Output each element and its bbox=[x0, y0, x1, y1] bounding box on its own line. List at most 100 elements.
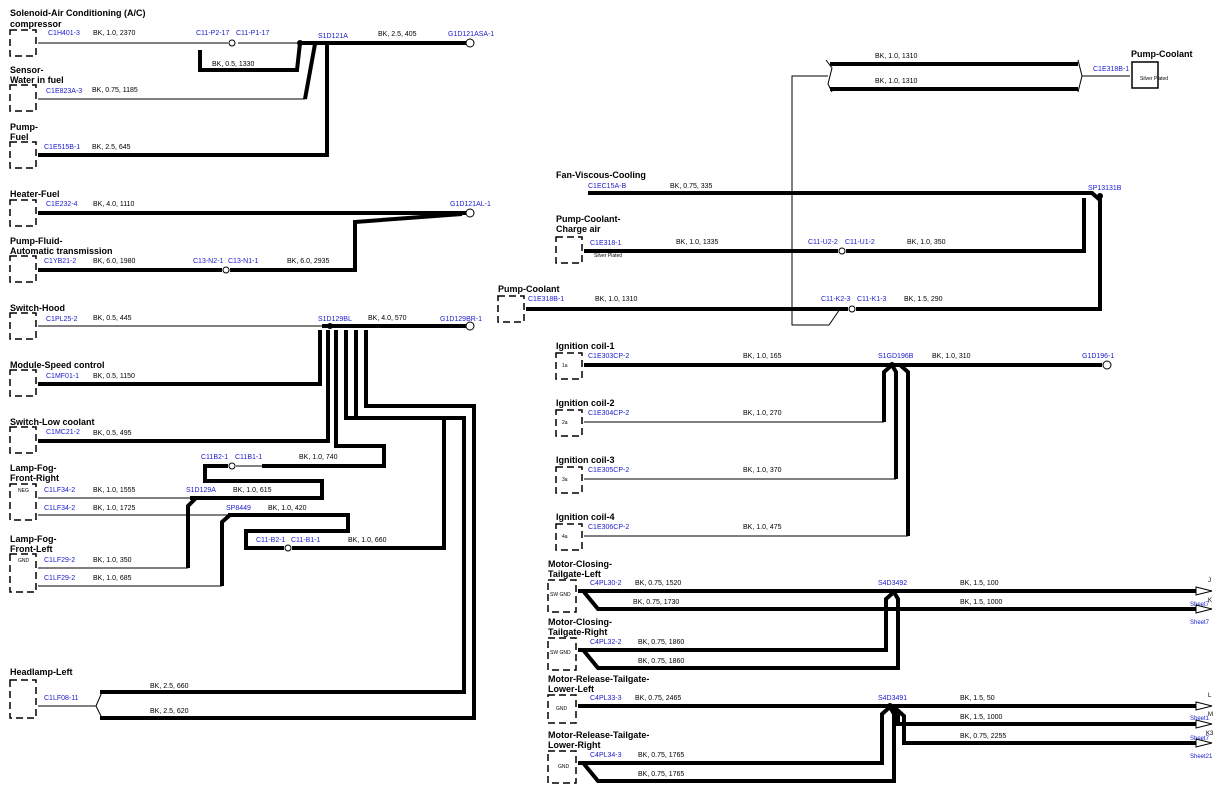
component-box bbox=[9, 369, 37, 397]
component-motor-tr-line2: Tailgate-Right bbox=[548, 627, 607, 637]
component-ign1: Ignition coil-1 bbox=[556, 341, 615, 351]
wire bbox=[228, 513, 350, 550]
splice-label: S1D129BL bbox=[318, 316, 352, 323]
pin-label: GND bbox=[556, 706, 568, 712]
wire-label: BK, 1.0, 370 bbox=[743, 467, 782, 474]
component-box bbox=[9, 255, 37, 283]
connector-label: C1E823A-3 bbox=[46, 88, 82, 95]
pin-label: 3a bbox=[562, 477, 568, 483]
wire-label: BK, 0.5, 1150 bbox=[93, 373, 135, 380]
component-motor-tl: Motor-Closing- bbox=[548, 559, 612, 569]
connector-label: C4PL33-3 bbox=[590, 695, 622, 702]
sheet-reference: Sheet7 bbox=[1190, 602, 1210, 608]
wire-label: BK, 1.0, 2370 bbox=[93, 30, 136, 37]
connector-label: C1H401-3 bbox=[48, 30, 80, 37]
wire bbox=[198, 42, 302, 72]
connector-label: C1E232-4 bbox=[46, 201, 78, 208]
component-ign3: Ignition coil-3 bbox=[556, 455, 615, 465]
component-pump-fluid-line2: Automatic transmission bbox=[10, 246, 113, 256]
connector-label: C11B2-1 bbox=[201, 454, 228, 461]
inline-connector bbox=[228, 462, 236, 470]
component-fan-viscous: Fan-Viscous-Cooling bbox=[556, 170, 646, 180]
connector-label: C1E303CP-2 bbox=[588, 353, 629, 360]
wire-label: BK, 1.0, 420 bbox=[268, 505, 307, 512]
component-box bbox=[9, 483, 37, 521]
pin-label: GND bbox=[18, 558, 30, 564]
component-motor-tr: Motor-Closing- bbox=[548, 617, 612, 627]
wire-label: BK, 1.0, 165 bbox=[743, 353, 782, 360]
component-box bbox=[555, 466, 583, 494]
component-box bbox=[1131, 61, 1159, 89]
wire-label: BK, 1.5, 1000 bbox=[960, 599, 1003, 606]
component-solenoid-ac: Solenoid-Air Conditioning (A/C) bbox=[10, 8, 145, 18]
wire-label: BK, 2.5, 660 bbox=[150, 683, 189, 690]
connector-label: C11-B2-1 bbox=[256, 537, 286, 544]
connector-label: C4PL34-3 bbox=[590, 752, 622, 759]
wire bbox=[825, 59, 833, 93]
connector-label: C1E306CP-2 bbox=[588, 524, 629, 531]
wire-label: BK, 0.75, 1860 bbox=[638, 658, 684, 665]
component-box bbox=[547, 750, 577, 784]
connector-label: C1E304CP-2 bbox=[588, 410, 629, 417]
wire bbox=[190, 464, 324, 500]
sheet-letter: K bbox=[1208, 598, 1212, 604]
ground-terminal bbox=[465, 321, 475, 331]
pin-label: 1a bbox=[562, 363, 568, 369]
wire bbox=[582, 706, 896, 783]
sheet-letter: L bbox=[1208, 693, 1212, 699]
pin-label: NEG bbox=[18, 488, 29, 494]
wire bbox=[230, 212, 463, 272]
splice-dot bbox=[887, 703, 893, 709]
wire bbox=[578, 705, 892, 765]
wire bbox=[582, 591, 900, 670]
splice-dot bbox=[889, 589, 895, 595]
component-box bbox=[9, 679, 37, 719]
pin-label: SW GND bbox=[550, 592, 571, 598]
component-sensor-water-line2: Water in fuel bbox=[10, 75, 64, 85]
splice-dot bbox=[889, 362, 895, 368]
ground-terminal bbox=[465, 208, 475, 218]
wire bbox=[888, 705, 1196, 726]
wire-label: BK, 1.0, 1335 bbox=[676, 239, 719, 246]
component-box bbox=[555, 523, 583, 551]
splice-label: SP13131B bbox=[1088, 185, 1122, 192]
wire-label: BK, 0.5, 495 bbox=[93, 430, 132, 437]
component-motor-rr: Motor-Release-Tailgate- bbox=[548, 730, 649, 740]
component-ign4: Ignition coil-4 bbox=[556, 512, 615, 522]
wire-label: BK, 1.0, 1310 bbox=[875, 78, 918, 85]
wire-label: BK, 6.0, 1980 bbox=[93, 258, 136, 265]
connector-label: C1LF34-2 bbox=[44, 505, 75, 512]
component-ign2: Ignition coil-2 bbox=[556, 398, 615, 408]
component-box bbox=[555, 409, 583, 437]
wire-label: BK, 1.5, 290 bbox=[904, 296, 943, 303]
component-fog-right-line2: Front-Right bbox=[10, 473, 59, 483]
connector-label: C1LF34-2 bbox=[44, 487, 75, 494]
component-box bbox=[9, 84, 37, 112]
connector-label: C11-U1-2 bbox=[845, 239, 875, 246]
off-sheet-arrow bbox=[1195, 701, 1213, 711]
connector-label: C4PL30-2 bbox=[590, 580, 622, 587]
component-module-speed: Module-Speed control bbox=[10, 360, 105, 370]
ground-terminal bbox=[465, 38, 475, 48]
connector-label: C1E515B-1 bbox=[44, 144, 80, 151]
wire-label: BK, 1.0, 1310 bbox=[875, 53, 918, 60]
wire-label: BK, 1.0, 1725 bbox=[93, 505, 136, 512]
wire-label: BK, 1.0, 350 bbox=[93, 557, 132, 564]
pin-label: SW GND bbox=[550, 650, 571, 656]
component-solenoid-ac-line2: compressor bbox=[10, 19, 62, 29]
wire bbox=[1077, 59, 1083, 93]
component-box bbox=[9, 312, 37, 340]
splice-label: S4D3491 bbox=[878, 695, 907, 702]
wire-label: BK, 1.0, 270 bbox=[743, 410, 782, 417]
component-box bbox=[555, 236, 583, 264]
component-motor-rl: Motor-Release-Tailgate- bbox=[548, 674, 649, 684]
wire bbox=[791, 75, 841, 326]
wire bbox=[38, 330, 330, 443]
wire bbox=[890, 364, 898, 479]
wire bbox=[578, 590, 896, 652]
connector-label: G1D196-1 bbox=[1082, 353, 1114, 360]
component-box bbox=[497, 295, 525, 323]
component-pump-fuel-line2: Fuel bbox=[10, 132, 29, 142]
wire bbox=[186, 496, 198, 568]
